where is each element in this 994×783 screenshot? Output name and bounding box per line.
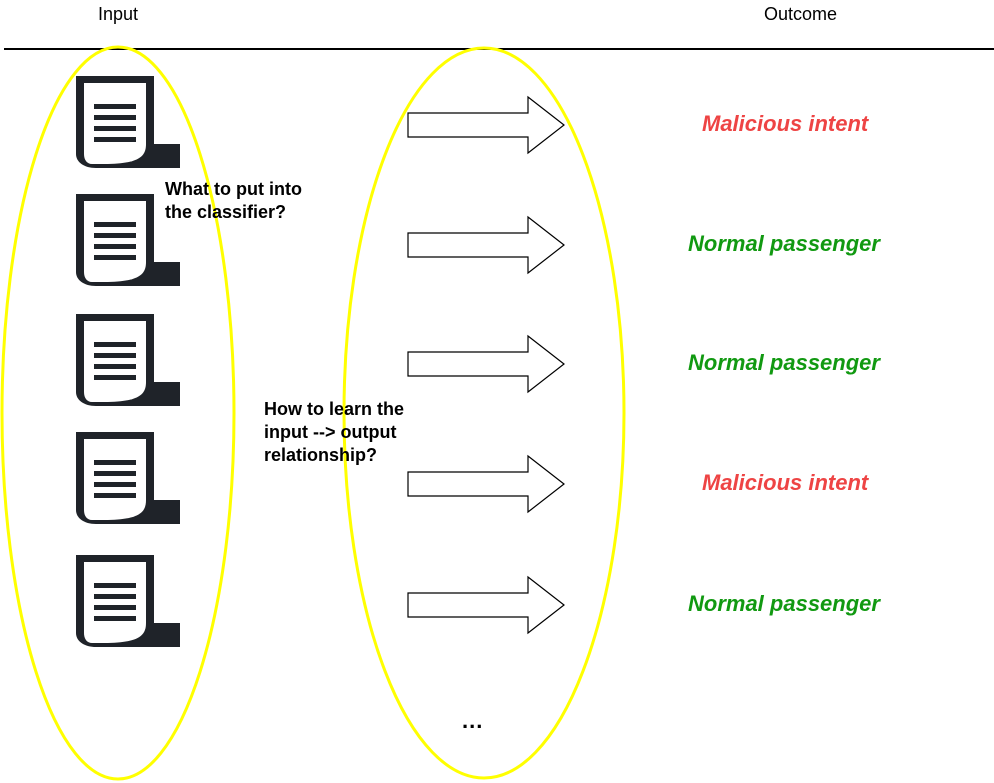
outcome-label: Malicious intent [702,470,869,495]
question-line: What to put into [165,179,302,199]
outcome-header: Outcome [764,4,838,24]
document-scroll-icon [76,76,180,168]
question-line: input --> output [264,422,397,442]
document-scroll-icon [76,314,180,406]
right-arrow-icon [407,454,565,514]
document-scroll-icon [76,194,180,286]
document-scroll-icon [76,555,180,647]
outcome-label: Normal passenger [688,591,880,616]
question-line: How to learn the [264,399,405,419]
transform-highlight-ellipse [342,46,626,780]
question-line: relationship? [264,445,378,465]
input-header: Input [98,4,139,24]
question-learning: How to learn the input --> output relati… [264,398,464,467]
document-scroll-icon [76,432,180,524]
right-arrow-icon [407,575,565,635]
outcome-label: Malicious intent [702,111,869,136]
question-classifier-input: What to put into the classifier? [165,178,355,224]
right-arrow-icon [407,334,565,394]
right-arrow-icon [407,95,565,155]
outcome-label: Normal passenger [688,350,880,375]
right-arrow-icon [407,215,565,275]
outcome-label: Normal passenger [688,231,880,256]
question-line: the classifier? [165,202,287,222]
more-ellipsis: ... [462,708,484,733]
input-highlight-ellipse [0,45,236,781]
